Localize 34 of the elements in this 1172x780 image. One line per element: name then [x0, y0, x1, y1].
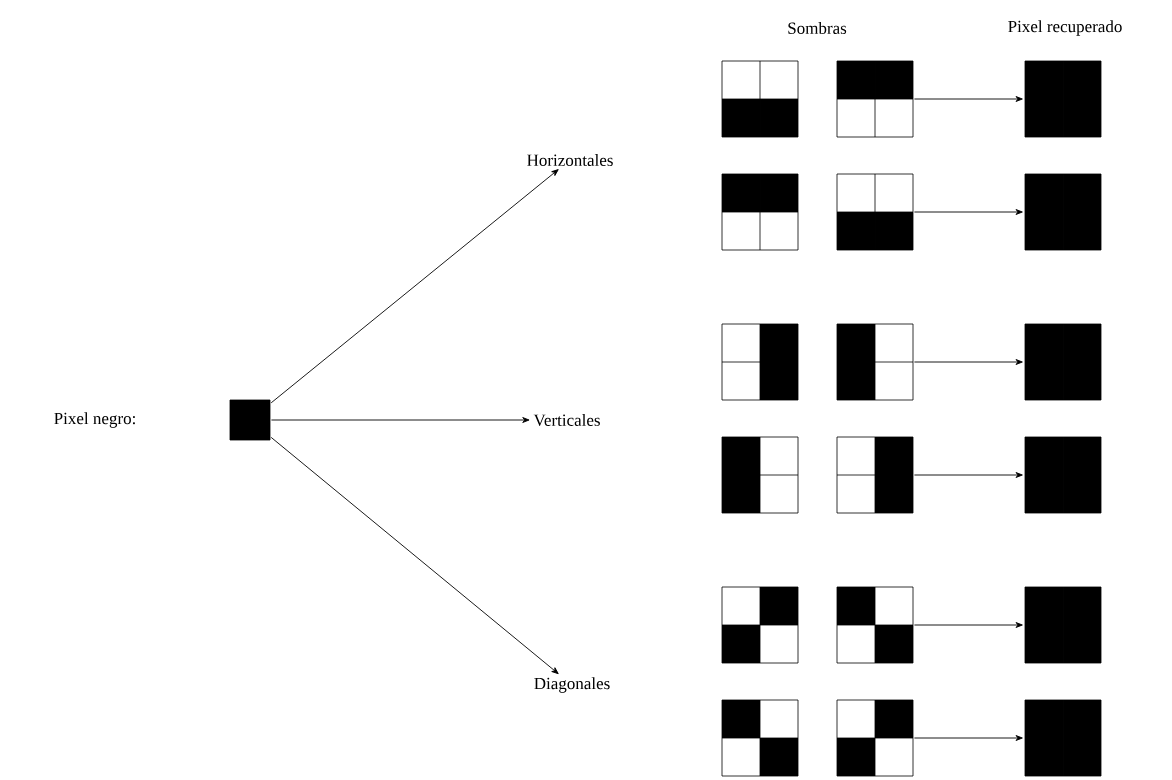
pixel-square	[229, 399, 271, 441]
arrow	[270, 169, 559, 404]
arrow	[913, 622, 1023, 628]
share-grid	[836, 60, 914, 138]
arrow	[270, 436, 559, 675]
arrow	[913, 209, 1023, 215]
pixel-square	[1024, 60, 1102, 138]
heading: Pixel recuperado	[1008, 20, 1122, 36]
group-label: Horizontales	[527, 154, 613, 166]
share-grid	[836, 436, 914, 514]
group-label: Diagonales	[534, 677, 610, 693]
arrow	[913, 472, 1023, 478]
share-grid	[836, 173, 914, 251]
share-grid	[721, 699, 799, 777]
share-grid	[721, 586, 799, 664]
pixel-square	[1024, 323, 1102, 401]
arrow	[913, 96, 1023, 102]
share-grid	[721, 323, 799, 401]
arrow	[913, 359, 1023, 365]
pixel-square	[1024, 436, 1102, 514]
heading: Sombras	[788, 22, 847, 34]
share-grid	[836, 699, 914, 777]
share-grid	[721, 60, 799, 138]
heading: Pixel negro:	[54, 412, 135, 428]
pixel-square	[1024, 173, 1102, 251]
group-label: Verticales	[533, 414, 600, 427]
share-grid	[721, 173, 799, 251]
share-grid	[836, 586, 914, 664]
share-grid	[836, 323, 914, 401]
share-grid	[721, 436, 799, 514]
arrow	[913, 735, 1023, 741]
arrow	[270, 417, 530, 423]
pixel-square	[1024, 586, 1102, 664]
pixel-square	[1024, 699, 1102, 777]
